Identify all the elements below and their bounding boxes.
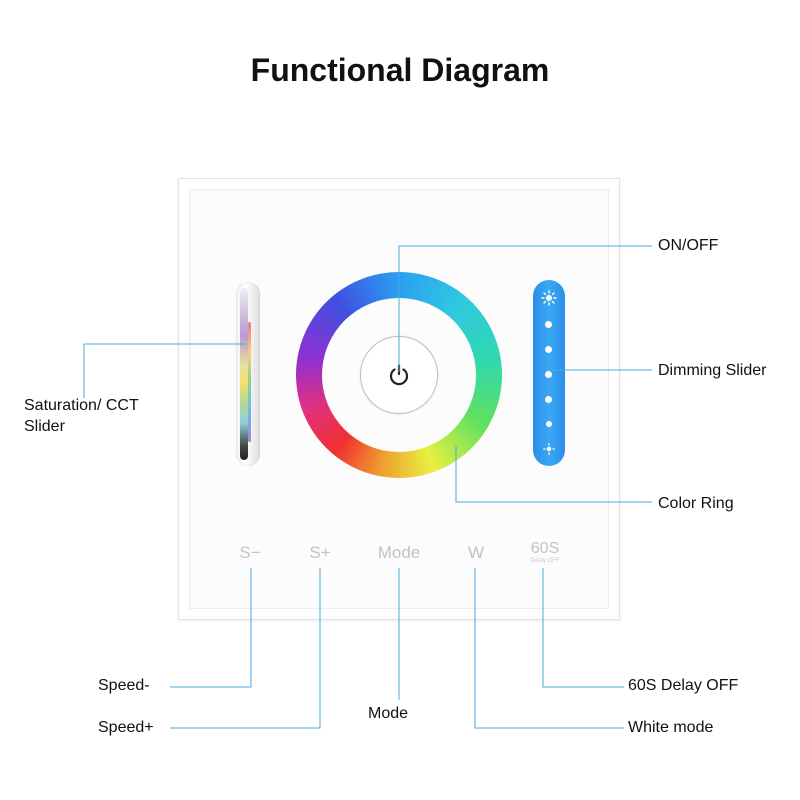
brightness-low-icon <box>543 443 555 455</box>
dimming-level-dot[interactable] <box>546 421 552 427</box>
dimming-level-dot[interactable] <box>545 371 552 378</box>
white-mode-label: White mode <box>628 719 714 736</box>
dimming-slider[interactable] <box>533 280 565 466</box>
saturation-cct-slider[interactable] <box>236 282 260 466</box>
on-off-label: ON/OFF <box>658 237 719 254</box>
mode-label: Mode <box>368 705 409 722</box>
power-button[interactable] <box>360 336 438 414</box>
delay-off-button[interactable]: 60S <box>530 540 560 557</box>
dimming-slider-label: Dimming Slider <box>658 362 767 379</box>
power-icon <box>389 364 409 386</box>
saturation-gradient-strip <box>240 288 248 460</box>
saturation-cct-label-line1: Saturation/ CCT <box>24 397 139 414</box>
white-button[interactable]: W <box>467 543 485 562</box>
brightness-high-icon <box>541 290 557 306</box>
mode-button[interactable]: Mode <box>377 543 421 562</box>
delay-off-sublabel: Delay OFF <box>530 558 560 564</box>
color-ring-label: Color Ring <box>658 495 734 512</box>
speed-plus-label: Speed+ <box>98 719 154 736</box>
speed-minus-label: Speed- <box>98 677 150 694</box>
color-gradient-strip <box>248 322 251 442</box>
dimming-level-dot[interactable] <box>545 396 552 403</box>
speed-minus-button[interactable]: S− <box>239 543 261 562</box>
dimming-level-dot[interactable] <box>545 321 552 328</box>
diagram-title: Functional Diagram <box>250 52 550 88</box>
saturation-cct-label-line2: Slider <box>24 418 65 435</box>
dimming-level-dot[interactable] <box>545 346 552 353</box>
speed-plus-button[interactable]: S+ <box>309 543 331 562</box>
delay-off-label: 60S Delay OFF <box>628 677 739 694</box>
